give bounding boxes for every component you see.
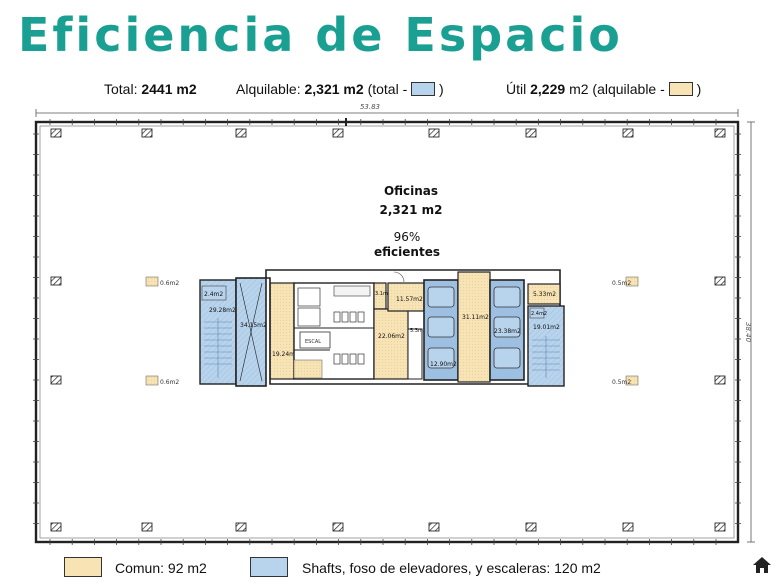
structural-column: [332, 522, 344, 532]
column-area-tag: 0.5m2: [612, 379, 631, 386]
alquilable-note-close: ): [439, 81, 444, 97]
structural-columns: [50, 128, 726, 532]
area-label: 19.24m2: [272, 351, 299, 358]
structural-column: [714, 276, 726, 286]
structural-column: [235, 128, 247, 138]
util-value: 2,229: [530, 81, 566, 97]
structural-column: [428, 522, 440, 532]
efficiency-percent: 96%: [394, 230, 421, 244]
height-dimension: 38.40: [744, 121, 755, 543]
shafts-legend-label: Shafts, foso de elevadores, y escaleras:…: [302, 560, 601, 576]
offices-area: 2,321 m2: [380, 203, 443, 217]
util-note-open: m2 (alquilable -: [569, 81, 665, 97]
alquilable-stat: Alquilable: 2,321 m2 (total - ): [236, 81, 444, 97]
area-label: 5.33m2: [533, 291, 556, 298]
structural-column: [50, 522, 62, 532]
shafts-legend-swatch: [250, 557, 288, 577]
structural-column: [525, 128, 537, 138]
alquilable-value: 2,321 m2: [304, 81, 364, 97]
alquilable-note-open: (total -: [367, 81, 408, 97]
column-area-tag: 0.5m2: [612, 280, 631, 287]
area-label: 3.1m2: [375, 291, 391, 297]
util-note-close: ): [696, 81, 702, 97]
area-label: 12.90m2: [430, 361, 457, 368]
offices-label: Oficinas: [384, 184, 438, 198]
area-label: 19.01m2: [533, 324, 560, 331]
page-title: Eficiencia de Espacio: [18, 8, 623, 62]
area-label: 5.3m2: [410, 328, 426, 334]
column-area-tag: 0.6m2: [160, 379, 179, 386]
height-dimension-label: 38.40: [744, 322, 752, 343]
structural-column: [50, 276, 62, 286]
structural-column: [714, 128, 726, 138]
structural-column: [235, 522, 247, 532]
area-label: 2.4m2: [204, 291, 223, 298]
area-summary: Total: 2441 m2 Alquilable: 2,321 m2 (tot…: [0, 81, 778, 99]
util-label: Útil: [506, 81, 527, 97]
structural-column: [622, 522, 634, 532]
facade-mullions: [33, 119, 741, 545]
structural-column: [141, 128, 153, 138]
area-label: 34.15m2: [240, 322, 267, 329]
area-label: 31.11m2: [462, 314, 489, 321]
alquilable-label: Alquilable:: [236, 81, 301, 97]
building-core: 2.4m2 29.28m2 34.15m2 19.24m2 ESCAL 3.1m…: [199, 269, 565, 387]
area-label: 29.28m2: [209, 307, 236, 314]
home-icon[interactable]: [752, 555, 772, 575]
util-stat: Útil 2,229 m2 (alquilable - ): [506, 81, 701, 97]
area-label: 22.06m2: [378, 333, 405, 340]
comun-legend-swatch: [64, 557, 102, 577]
structural-column: [428, 128, 440, 138]
structural-column: [714, 522, 726, 532]
column-area-tag: 0.6m2: [160, 280, 179, 287]
structural-column: [50, 128, 62, 138]
floor-plan: 53.83 38.40 0.6m2 0.6m2 0.5m2 0.5m2 Ofic…: [33, 103, 755, 545]
area-label: 2.4m2: [531, 311, 547, 317]
width-dimension-label: 53.83: [360, 103, 380, 111]
structural-column: [622, 128, 634, 138]
area-label: 11.57m2: [396, 296, 423, 303]
efficiency-label: eficientes: [374, 245, 440, 259]
total-label: Total:: [104, 81, 138, 97]
comun-legend-label: Comun: 92 m2: [115, 560, 207, 576]
structural-column: [525, 522, 537, 532]
structural-column: [50, 375, 62, 385]
comun-swatch: [668, 81, 693, 96]
total-value: 2441 m2: [141, 81, 197, 97]
structural-column: [714, 375, 726, 385]
total-stat: Total: 2441 m2: [104, 81, 197, 97]
shafts-swatch: [411, 81, 436, 96]
area-label: 23.38m2: [494, 328, 521, 335]
building-outline: [34, 120, 740, 544]
area-label: ESCAL: [305, 339, 321, 345]
width-dimension: 53.83: [35, 103, 739, 117]
structural-column: [141, 522, 153, 532]
structural-column: [332, 128, 344, 138]
